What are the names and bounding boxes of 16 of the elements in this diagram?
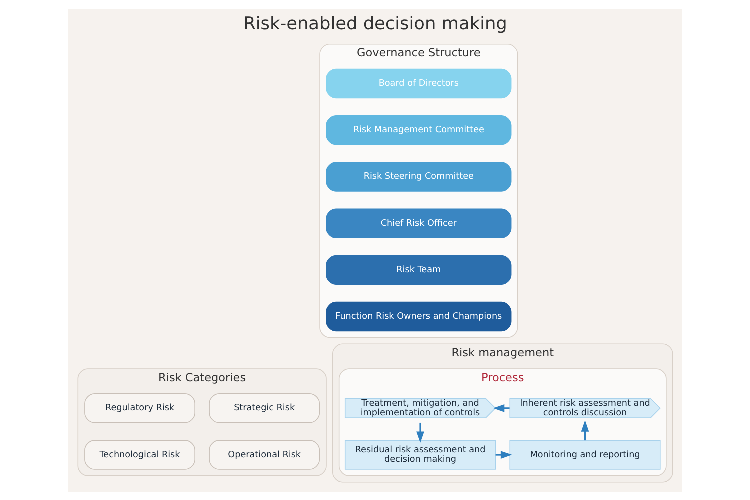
node-box: Residual risk assessment and decision making <box>344 440 496 470</box>
node-box: Technological Risk <box>84 440 195 470</box>
node-box: Strategic Risk <box>208 393 320 423</box>
node-box: Operational Risk <box>208 440 320 470</box>
node-box: Monitoring and reporting <box>509 440 660 470</box>
diagram-title: Risk-enabled decision making <box>243 14 507 34</box>
arrow <box>580 420 589 440</box>
node-box: Board of Directors <box>326 68 512 98</box>
arrow <box>495 450 512 458</box>
node-box: Regulatory Risk <box>84 393 195 423</box>
node-box: Risk Management Committee <box>326 114 512 145</box>
node-box: Chief Risk Officer <box>326 208 512 238</box>
node-box: Function Risk Owners and Champions <box>326 301 512 332</box>
node-box: Risk Steering Committee <box>326 162 512 192</box>
arrow <box>416 422 424 442</box>
node-box: Risk Team <box>326 254 512 285</box>
